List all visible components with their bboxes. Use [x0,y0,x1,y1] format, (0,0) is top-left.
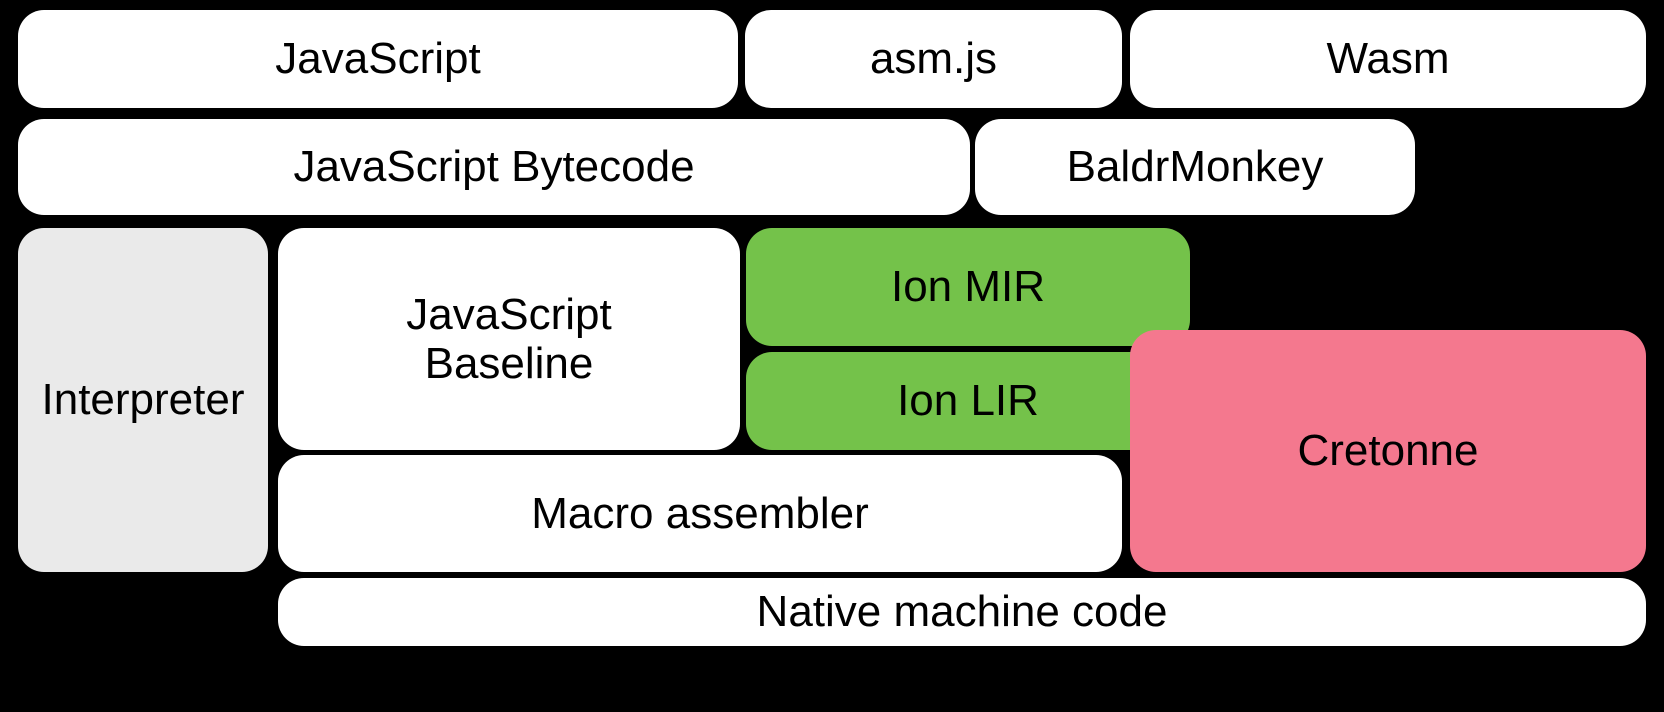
node-javascript-baseline: JavaScript Baseline [278,228,740,450]
node-javascript: JavaScript [18,10,738,108]
node-label: asm.js [869,34,998,84]
node-native-machine-code: Native machine code [278,578,1646,646]
node-label: Macro assembler [531,488,869,538]
node-label: Wasm [1326,34,1450,84]
node-label: Cretonne [1297,426,1479,476]
node-cretonne: Cretonne [1130,330,1646,572]
node-label: JavaScript Bytecode [293,142,695,192]
node-label: JavaScript Baseline [406,289,612,388]
node-asmjs: asm.js [745,10,1122,108]
node-label: JavaScript [275,34,481,84]
node-baldrmonkey: BaldrMonkey [975,119,1415,215]
node-label: Interpreter [41,375,245,425]
node-label: Native machine code [756,587,1168,637]
node-label: Ion MIR [890,262,1046,312]
node-interpreter: Interpreter [18,228,268,572]
node-ion-mir: Ion MIR [746,228,1190,346]
node-label: BaldrMonkey [1066,142,1324,192]
node-ion-lir: Ion LIR [746,352,1190,450]
node-wasm: Wasm [1130,10,1646,108]
node-javascript-bytecode: JavaScript Bytecode [18,119,970,215]
node-label: Ion LIR [897,376,1039,426]
node-macro-assembler: Macro assembler [278,455,1122,572]
